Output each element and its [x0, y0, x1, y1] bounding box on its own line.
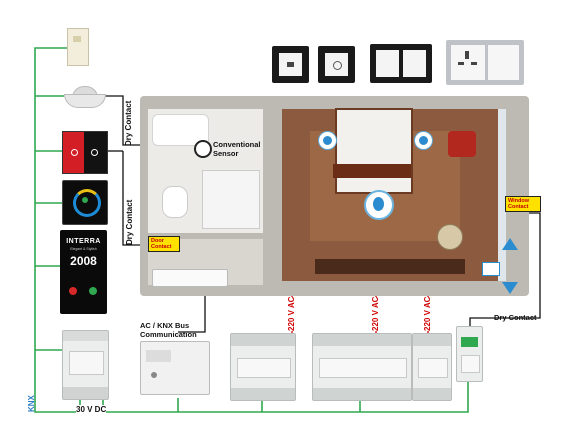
curtain-control-icon [482, 262, 500, 276]
curtain-up-arrow-icon [502, 238, 518, 250]
thermostat-device [67, 28, 89, 66]
toilet [162, 186, 188, 218]
room-floor-plan [140, 96, 529, 296]
knx-logo: KNX [27, 395, 36, 412]
desk [315, 259, 465, 274]
dc-30v-label: 30 V DC [76, 405, 107, 414]
binary-input-device [456, 326, 483, 382]
motion-sensor-device [64, 86, 106, 108]
shower-area [202, 170, 260, 229]
door-contact-tag: Door Contact [148, 236, 180, 252]
knx-actuator-2 [312, 333, 412, 401]
dry-contact-label-bottom: Dry Contact [125, 199, 134, 245]
knx-actuator-1 [230, 333, 296, 401]
multimedia-socket [370, 44, 432, 83]
bed [335, 108, 413, 194]
armchair [448, 131, 476, 157]
power-220v-label-3: 220 V AC [423, 296, 432, 331]
power-supply-device [62, 330, 109, 400]
power-220v-label-2: 220 V AC [371, 296, 380, 331]
data-socket [272, 46, 309, 83]
ac-knx-interface-device [140, 341, 210, 395]
bed-runner [333, 164, 411, 178]
lamp-icon-left [318, 131, 337, 150]
red-switch-panel [62, 131, 108, 174]
mur-button-icon [89, 287, 97, 295]
panel-brand-label: INTERRA [66, 238, 101, 245]
panel-button-icon [71, 149, 78, 156]
dry-contact-right-label: Dry Contact [494, 313, 537, 322]
dnd-button-icon [69, 287, 77, 295]
conventional-sensor-label: Conventional Sensor [213, 140, 261, 158]
ceiling-light-icon [364, 190, 394, 220]
conventional-sensor-icon [194, 140, 212, 158]
panel-tagline-label: Elegant & Stylish [70, 247, 97, 251]
window-strip [498, 109, 506, 281]
thermostat-touch-panel [62, 180, 108, 225]
ac-knx-label: AC / KNX Bus Communication [140, 321, 197, 339]
window-contact-tag: Window Contact [505, 196, 541, 212]
power-outlet [446, 40, 524, 85]
power-220v-label-1: 220 V AC [287, 296, 296, 331]
curtain-down-arrow-icon [502, 282, 518, 294]
room-number-label: 2008 [70, 254, 97, 268]
thermostat-display [73, 36, 81, 42]
round-table [437, 224, 463, 250]
ac-unit [152, 269, 228, 287]
dry-contact-label-top: Dry Contact [124, 100, 133, 146]
panel-button-icon [91, 149, 98, 156]
doorbell-panel: INTERRA Elegant & Stylish 2008 [60, 230, 107, 314]
lamp-icon-right [414, 131, 433, 150]
knx-actuator-3 [412, 333, 452, 401]
tv-socket [318, 46, 355, 83]
